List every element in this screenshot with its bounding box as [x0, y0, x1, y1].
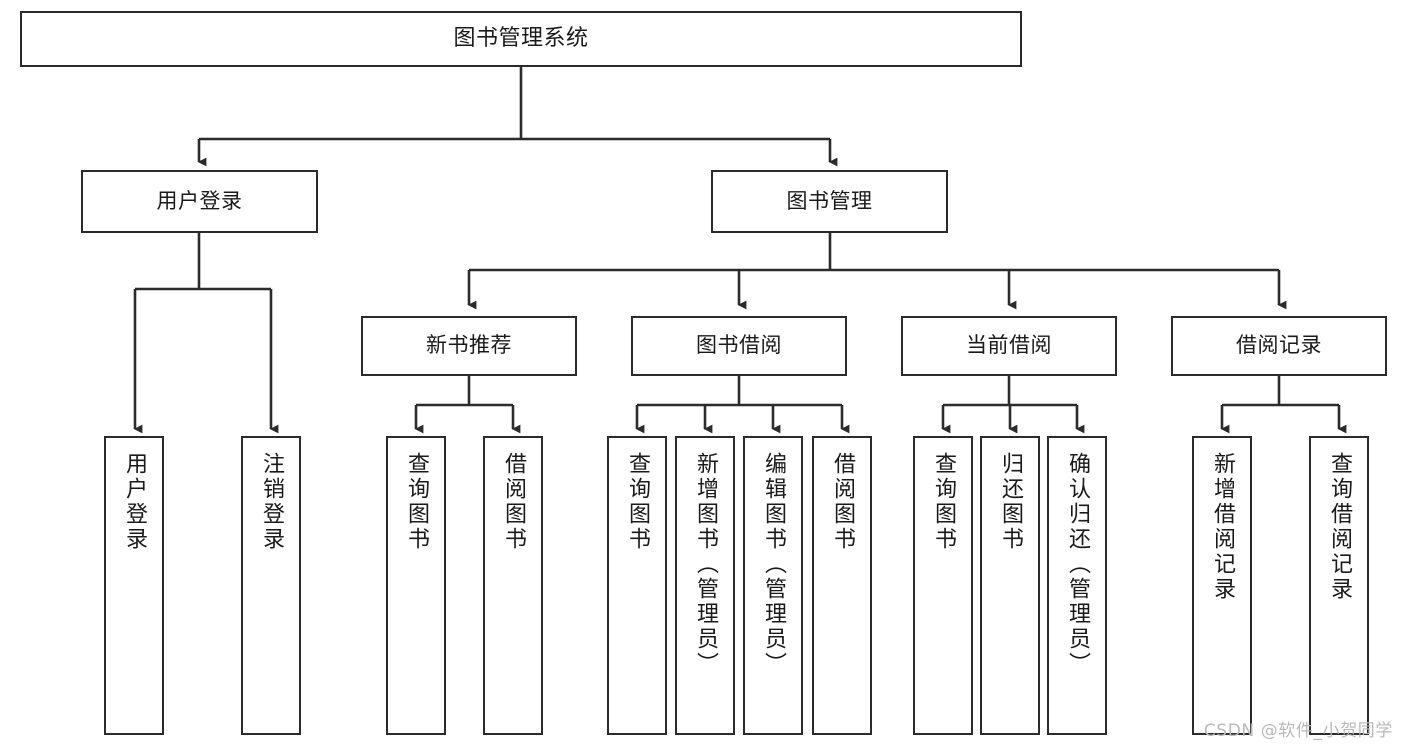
leaf-borrow-record-add[interactable]: 新增借阅记录	[1192, 436, 1252, 735]
node-root-label: 图书管理系统	[453, 25, 589, 51]
node-user-login[interactable]: 用户登录	[81, 170, 318, 233]
leaf-book-borrow-borrow-label: 借阅图书	[830, 452, 855, 552]
node-new-book-recommend-label: 新书推荐	[426, 333, 512, 358]
node-book-management-label: 图书管理	[786, 188, 873, 213]
leaf-book-borrow-add[interactable]: 新增图书（管理员）	[675, 436, 735, 735]
leaf-book-borrow-edit-label: 编辑图书（管理员）	[761, 452, 786, 677]
node-borrow-record[interactable]: 借阅记录	[1171, 316, 1387, 376]
node-borrow-record-label: 借阅记录	[1236, 333, 1322, 358]
leaf-book-borrow-borrow[interactable]: 借阅图书	[812, 436, 872, 735]
leaf-new-book-borrow[interactable]: 借阅图书	[483, 436, 543, 735]
leaf-book-borrow-query[interactable]: 查询图书	[607, 436, 667, 735]
node-user-login-label: 用户登录	[156, 188, 243, 213]
leaf-new-book-query[interactable]: 查询图书	[386, 436, 446, 735]
node-book-management[interactable]: 图书管理	[711, 170, 948, 233]
node-book-borrow-label: 图书借阅	[696, 333, 782, 358]
leaf-current-borrow-return[interactable]: 归还图书	[980, 436, 1040, 735]
node-new-book-recommend[interactable]: 新书推荐	[361, 316, 577, 376]
leaf-book-borrow-edit[interactable]: 编辑图书（管理员）	[743, 436, 803, 735]
leaf-borrow-record-query-label: 查询借阅记录	[1327, 452, 1352, 602]
leaf-current-borrow-query-label: 查询图书	[931, 452, 956, 552]
leaf-book-borrow-query-label: 查询图书	[625, 452, 650, 552]
leaf-current-borrow-return-label: 归还图书	[998, 452, 1023, 552]
leaf-current-borrow-confirm-return[interactable]: 确认归还（管理员）	[1047, 436, 1107, 735]
node-current-borrow[interactable]: 当前借阅	[901, 316, 1117, 376]
leaf-new-book-borrow-label: 借阅图书	[501, 452, 526, 552]
watermark: CSDN @软件_小贺同学	[1203, 721, 1393, 741]
leaf-new-book-query-label: 查询图书	[404, 452, 429, 552]
node-root[interactable]: 图书管理系统	[20, 11, 1022, 67]
leaf-user-login-login-label: 用户登录	[122, 452, 147, 552]
leaf-current-borrow-query[interactable]: 查询图书	[913, 436, 973, 735]
leaf-user-login-logout[interactable]: 注销登录	[241, 436, 301, 735]
leaf-book-borrow-add-label: 新增图书（管理员）	[693, 452, 718, 677]
node-book-borrow[interactable]: 图书借阅	[631, 316, 847, 376]
leaf-borrow-record-add-label: 新增借阅记录	[1210, 452, 1235, 602]
node-current-borrow-label: 当前借阅	[966, 333, 1052, 358]
leaf-current-borrow-confirm-return-label: 确认归还（管理员）	[1065, 452, 1090, 677]
leaf-user-login-login[interactable]: 用户登录	[104, 436, 164, 735]
leaf-borrow-record-query[interactable]: 查询借阅记录	[1309, 436, 1369, 735]
leaf-user-login-logout-label: 注销登录	[259, 452, 284, 552]
